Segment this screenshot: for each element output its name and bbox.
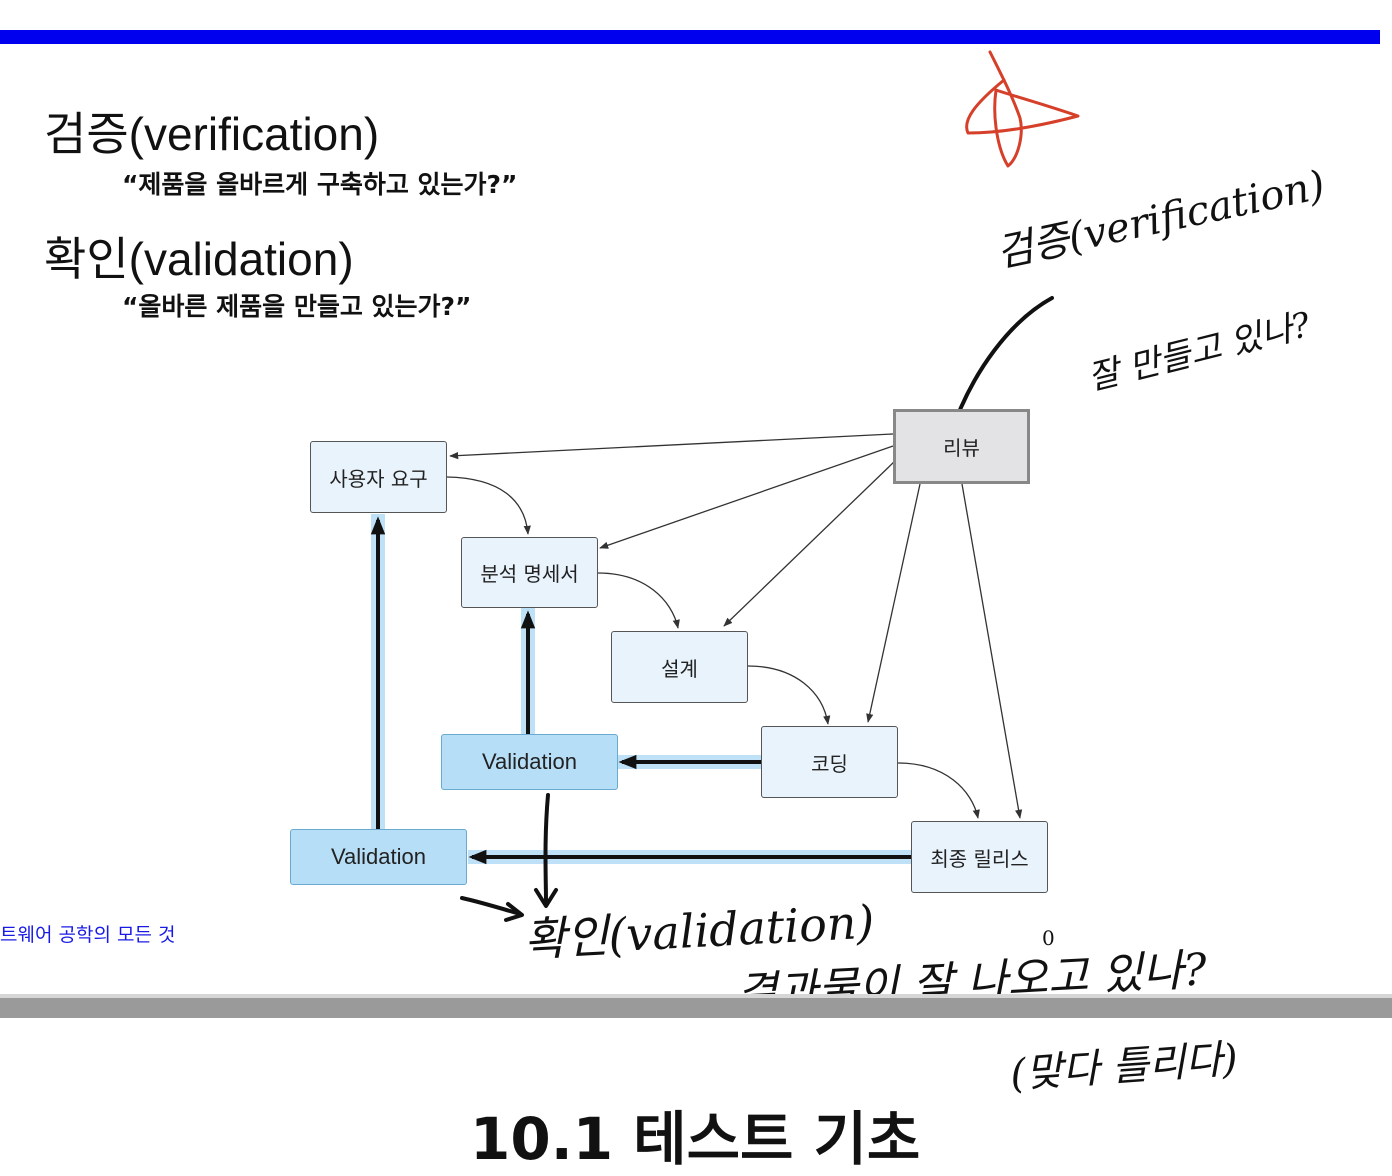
handwritten-arrow-to-validation-note	[543, 793, 550, 904]
review-arrows	[449, 433, 1023, 819]
footer-book-title: 트웨어 공학의 모든 것	[0, 924, 176, 946]
process-diagram-edges	[370, 50, 1080, 922]
top-accent-bar	[0, 30, 1380, 44]
small-mark: 0	[1042, 926, 1055, 950]
slide-separator	[0, 998, 1392, 1018]
node-review: 리뷰	[893, 409, 1030, 484]
term-validation: 확인(validation)	[44, 233, 354, 285]
node-design: 설계	[611, 631, 748, 703]
question-validation: “올바른 제품을 만들고 있는가?”	[122, 292, 472, 321]
term-verification: 검증(verification)	[44, 108, 380, 160]
node-validation-upper: Validation	[441, 734, 618, 790]
star-doodle-icon	[965, 50, 1080, 168]
node-final-release: 최종 릴리스	[911, 821, 1048, 893]
node-user-requirements: 사용자 요구	[310, 441, 447, 513]
question-verification: “제품을 올바르게 구축하고 있는가?”	[122, 170, 518, 199]
slide-separator-highlight	[0, 994, 1392, 998]
node-validation-lower: Validation	[290, 829, 467, 885]
node-analysis-spec: 분석 명세서	[461, 537, 598, 608]
flow-arrows	[446, 476, 980, 819]
node-coding: 코딩	[761, 726, 898, 798]
next-slide-title: 10.1 테스트 기초	[470, 1105, 921, 1173]
